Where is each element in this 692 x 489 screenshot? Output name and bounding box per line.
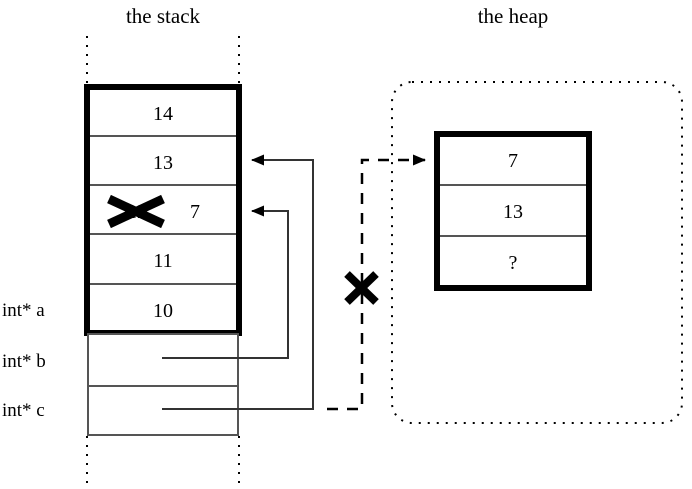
- heap-cell-unknown: ?: [508, 252, 518, 274]
- stack-cell-struck-12: 12: [127, 201, 147, 223]
- dangling-heap-pointer: [327, 154, 426, 411]
- stack-cell-13: 13: [153, 152, 173, 174]
- pointer-var-cells: [87, 333, 239, 436]
- stack-dotted-extent-bottom: [86, 436, 240, 487]
- stack-cell-10: 10: [153, 300, 173, 322]
- stack-dotted-extent-top: [86, 36, 240, 86]
- stack-cell-14: 14: [153, 103, 173, 125]
- pointer-label-b: int* b: [2, 351, 46, 372]
- stack-title: the stack: [125, 4, 201, 28]
- heap-cell-13: 13: [503, 201, 523, 223]
- broken-link-x-icon: [344, 271, 379, 305]
- heap-region-boundary: [391, 81, 683, 424]
- pointer-label-c: int* c: [2, 400, 45, 421]
- heap-title: the heap: [477, 4, 549, 28]
- stack-cell-11: 11: [153, 250, 173, 272]
- pointer-label-a: int* a: [2, 300, 45, 321]
- heap-cell-7: 7: [508, 150, 518, 172]
- pointer-b-arrow: [162, 205, 289, 359]
- struck-value-x-icon: [107, 194, 165, 229]
- heap-block-box: [434, 131, 592, 291]
- stack-cell-7: 7: [190, 201, 200, 223]
- pointer-c-arrow: [162, 154, 314, 410]
